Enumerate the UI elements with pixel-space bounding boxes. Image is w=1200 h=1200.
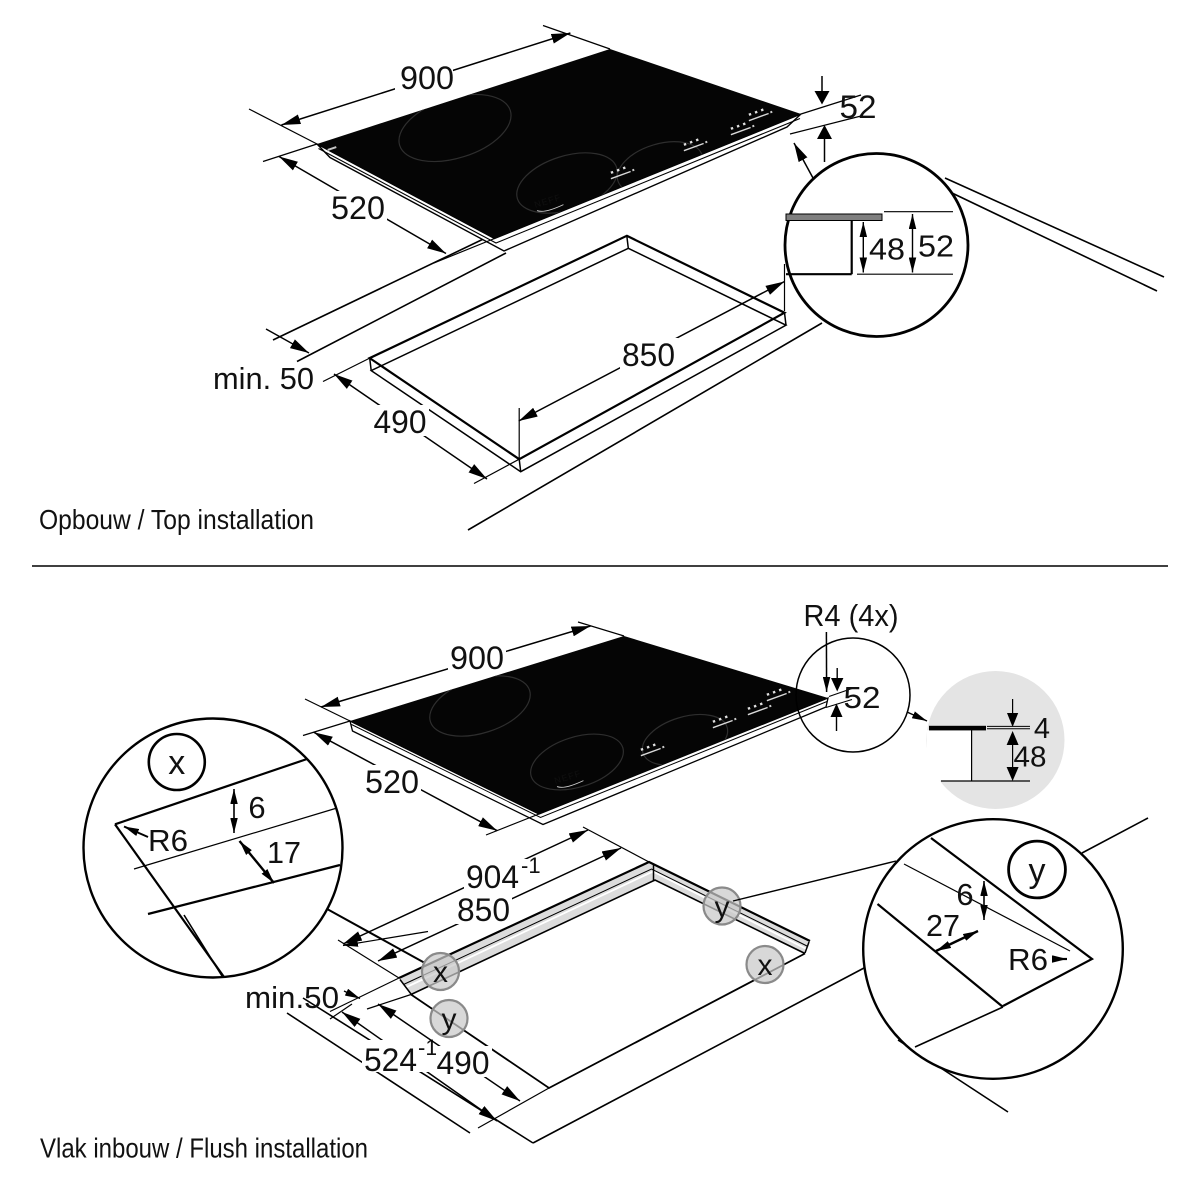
svg-text:R6: R6 (148, 823, 188, 858)
svg-text:48: 48 (869, 232, 905, 267)
svg-text:904: 904 (466, 859, 519, 895)
svg-text:R4 (4x): R4 (4x) (804, 598, 899, 633)
svg-text:R6: R6 (1008, 942, 1048, 977)
svg-text:Vlak inbouw / Flush installati: Vlak inbouw / Flush installation (40, 1133, 368, 1164)
svg-text:x: x (168, 744, 185, 782)
svg-text:520: 520 (365, 764, 419, 800)
svg-text:52: 52 (844, 680, 881, 715)
svg-text:6: 6 (248, 790, 265, 825)
svg-text:x: x (433, 956, 448, 989)
svg-text:850: 850 (457, 892, 510, 928)
svg-text:Opbouw / Top installation: Opbouw / Top installation (39, 504, 314, 535)
svg-text:y: y (442, 1003, 457, 1036)
svg-text:48: 48 (1014, 742, 1047, 774)
svg-text:-1: -1 (521, 853, 541, 878)
svg-text:y: y (715, 891, 730, 924)
svg-text:524: 524 (364, 1042, 417, 1078)
svg-text:6: 6 (956, 877, 973, 912)
svg-text:min. 50: min. 50 (213, 361, 314, 396)
svg-text:490: 490 (374, 404, 427, 440)
svg-text:4: 4 (1034, 713, 1050, 745)
svg-text:x: x (758, 949, 773, 982)
svg-text:27: 27 (926, 908, 960, 943)
svg-text:y: y (1029, 852, 1046, 890)
svg-text:52: 52 (918, 229, 954, 264)
svg-text:900: 900 (450, 640, 504, 676)
svg-text:min.50: min.50 (245, 980, 339, 1015)
svg-text:850: 850 (622, 337, 675, 373)
svg-text:900: 900 (400, 60, 454, 96)
svg-text:52: 52 (840, 89, 877, 125)
svg-text:17: 17 (267, 835, 301, 870)
svg-text:520: 520 (331, 190, 385, 226)
svg-text:490: 490 (437, 1045, 490, 1081)
